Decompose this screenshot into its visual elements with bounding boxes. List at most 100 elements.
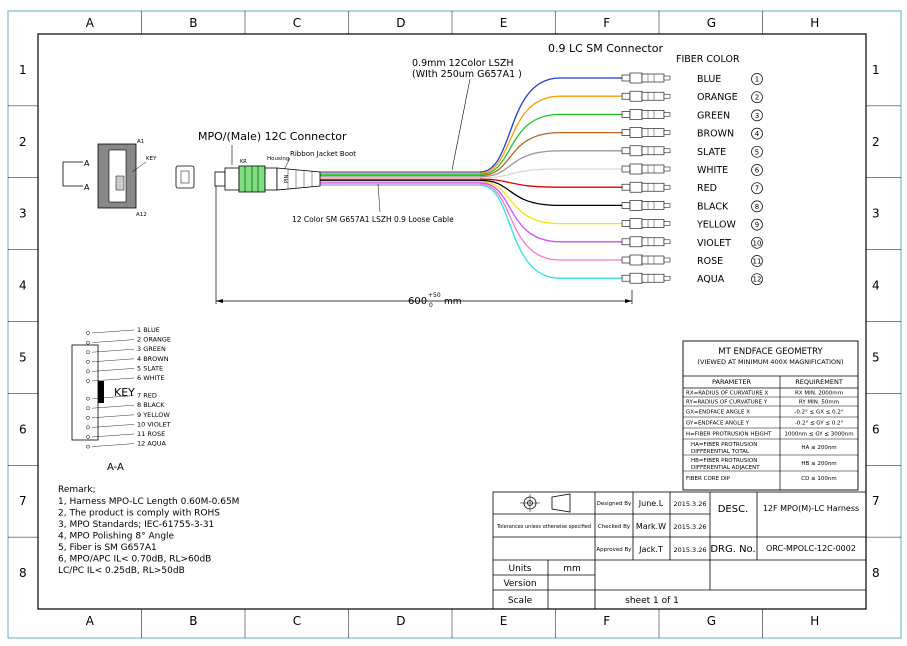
section-fiber-label-1: 1 BLUE — [137, 326, 160, 334]
mpo-connector-label: MPO/(Male) 12C Connector — [198, 130, 347, 143]
section-fiber-label-9: 9 YELLOW — [137, 411, 170, 419]
zone-col-bottom-C: C — [293, 614, 301, 628]
fiber-6 — [479, 168, 622, 179]
section-fiber-label-2: 2 ORANGE — [137, 336, 171, 344]
fiber-color-name-11: ROSE — [697, 256, 723, 267]
zone-row-right-2: 2 — [872, 135, 880, 149]
key-big-label: KEY — [114, 386, 135, 399]
fiber-number-circle-5 — [751, 145, 763, 158]
fiber-number-8: 8 — [755, 203, 759, 211]
remark-item-3: 3, MPO Standards; IEC-61755-3-31 — [58, 520, 214, 530]
lc-connector-8 — [621, 200, 671, 211]
fiber-number-circle-10 — [751, 236, 763, 249]
fiber-11 — [479, 183, 622, 261]
fiber-number-circle-6 — [751, 164, 763, 176]
version-label: Version — [503, 579, 536, 589]
geometry-param: RX=RADIUS OF CURVATURE X — [686, 391, 768, 397]
title-block: Tolerances unless otherwise specifiedDes… — [492, 491, 867, 610]
pin-label: PIN — [284, 175, 290, 183]
zone-col-top-D: D — [396, 16, 405, 30]
fiber-number-9: 9 — [755, 221, 759, 229]
section-a-top: A — [84, 159, 90, 168]
geometry-param: H=FIBER PROTRUSION HEIGHT — [686, 432, 772, 438]
zone-col-top-A: A — [86, 16, 95, 30]
checked-by-label: Checked By — [598, 524, 631, 530]
zone-row-right-5: 5 — [872, 350, 880, 364]
zone-col-top-E: E — [500, 16, 508, 30]
fiber-hole-leader — [91, 329, 135, 334]
fiber-hole-leader — [91, 358, 135, 362]
section-fiber-label-5: 5 SLATE — [137, 364, 163, 372]
fiber-number-circle-11 — [751, 255, 763, 267]
zone-row-left-2: 2 — [19, 135, 27, 149]
approved-by-name: Jack.T — [638, 545, 663, 554]
zone-row-left-1: 1 — [19, 63, 27, 77]
remark-item-1: 1, Harness MPO-LC Length 0.60M-0.65M — [58, 497, 239, 507]
sheet-count: sheet 1 of 1 — [625, 596, 679, 606]
lc-connector-7 — [621, 181, 671, 193]
zone-row-right-6: 6 — [872, 422, 880, 436]
geometry-requirement: -0.2° ≤ GY ≤ 0.2° — [795, 421, 844, 427]
fiber-4 — [479, 131, 622, 177]
fiber-number-12: 12 — [753, 276, 762, 284]
geometry-param: HB=FIBER PROTRUSION — [691, 458, 757, 464]
remark-item-6: 6, MPO/APC IL< 0.70dB, RL>60dB — [58, 555, 211, 565]
key-block — [98, 381, 104, 403]
zone-row-left-6: 6 — [19, 422, 27, 436]
zone-col-top-H: H — [810, 16, 819, 30]
geometry-param: GX=ENDFACE ANGLE X — [686, 410, 750, 416]
remark-item-7: LC/PC IL< 0.25dB, RL>50dB — [58, 566, 185, 576]
length-value: 600 — [408, 296, 427, 307]
fiber-hole-8 — [86, 406, 90, 411]
zone-row-right-1: 1 — [872, 63, 880, 77]
section-a-bottom: A — [84, 183, 90, 192]
kr-label: KR — [240, 159, 247, 165]
designed-by-name: June.L — [638, 499, 664, 508]
loose-cable-label: 12 Color SM G657A1 LSZH 0.9 Loose Cable — [292, 215, 454, 224]
drg-value: ORC-MPOLC-12C-0002 — [766, 544, 856, 553]
lc-connectors — [621, 72, 671, 284]
a12-label: A12 — [136, 212, 147, 218]
fiber-number-3: 3 — [755, 112, 759, 120]
zone-col-bottom-G: G — [707, 614, 716, 628]
fiber-number-circle-4 — [751, 127, 763, 140]
geometry-title: MT ENDFACE GEOMETRY — [718, 347, 823, 357]
zone-row-right-8: 8 — [872, 566, 880, 580]
section-fiber-label-10: 10 VIOLET — [137, 420, 171, 428]
geometry-row-4: GY=ENDFACE ANGLE Y-0.2° ≤ GY ≤ 0.2° — [686, 421, 844, 427]
fiber-number-circle-3 — [751, 109, 763, 122]
outer-frame — [7, 10, 902, 639]
lc-connector-11 — [621, 254, 671, 266]
geometry-requirement: RY MIN. 50mm — [799, 400, 839, 406]
scale-label: Scale — [508, 596, 533, 606]
section-fiber-label-11: 11 ROSE — [137, 430, 165, 438]
fiber-color-name-1: BLUE — [697, 74, 721, 85]
section-aa-label: A-A — [107, 462, 124, 473]
geometry-requirement: HB ≤ 200nm — [801, 461, 836, 467]
units-label: Units — [508, 564, 531, 574]
fiber-hole-3 — [86, 350, 90, 355]
housing-label: Housing — [267, 156, 289, 162]
fiber-hole-leader — [91, 414, 135, 418]
checked-by-date: 2015.3.26 — [673, 523, 706, 531]
section-fiber-label-8: 8 BLACK — [137, 401, 165, 409]
fiber-color-name-3: GREEN — [697, 110, 730, 121]
lc-connector-3 — [621, 109, 671, 120]
key-small-label: KEY — [146, 156, 157, 162]
zone-row-left-8: 8 — [19, 566, 27, 580]
fiber-hole-1 — [86, 331, 90, 335]
fiber-number-4: 4 — [755, 130, 760, 138]
lc-connector-10 — [621, 236, 671, 248]
geometry-param: RY=RADIUS OF CURVATURE Y — [686, 400, 768, 406]
geometry-param-2: DIFFERENTIAL TOTAL — [691, 449, 750, 455]
fiber-hole-leader — [91, 377, 135, 382]
zone-row-left-7: 7 — [19, 494, 27, 508]
geometry-requirement: -0.2° ≤ GX ≤ 0.2° — [794, 410, 843, 416]
a1-label: A1 — [137, 139, 144, 145]
fiber-number-6: 6 — [755, 167, 760, 175]
loose-cable-leader — [377, 183, 381, 213]
zone-row-left-4: 4 — [19, 279, 27, 293]
